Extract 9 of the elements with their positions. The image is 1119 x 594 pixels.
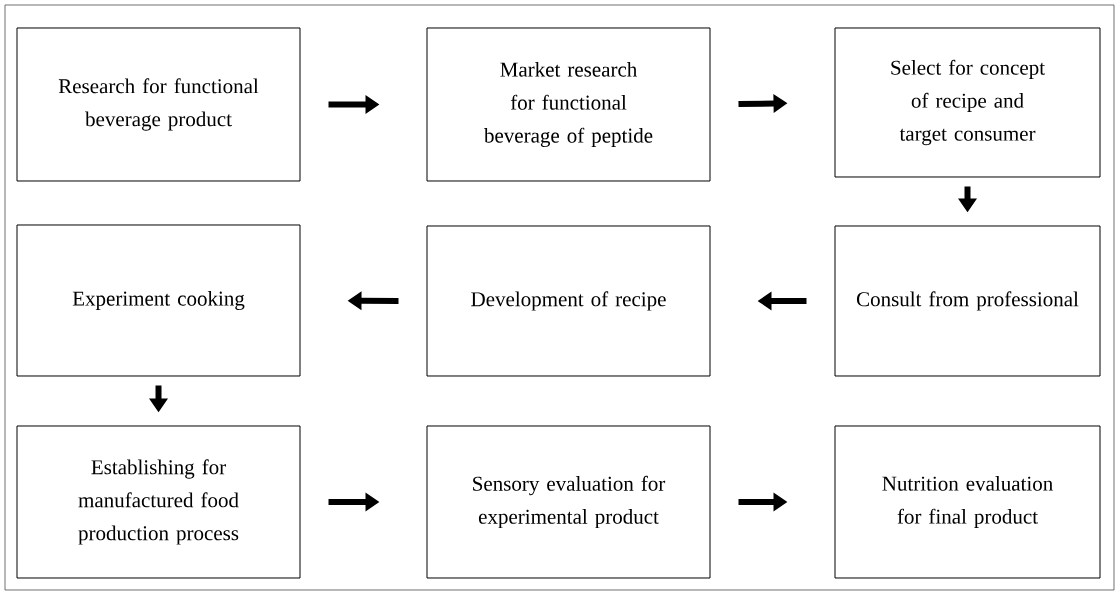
process-box: Establishing for manufactured food production process <box>16 425 301 579</box>
process-box: Nutrition evaluation for final product <box>834 425 1101 579</box>
process-box: Select for concept of recipe and target consumer <box>834 27 1101 178</box>
process-box: Market research for functional beverage of peptide <box>426 27 711 182</box>
process-box: Research for functional beverage product <box>16 27 301 182</box>
process-box: Development of recipe <box>426 225 711 377</box>
process-box: Experiment cooking <box>16 224 301 377</box>
process-box: Sensory evaluation for experimental product <box>426 425 711 579</box>
process-box: Consult from professional <box>834 225 1101 377</box>
